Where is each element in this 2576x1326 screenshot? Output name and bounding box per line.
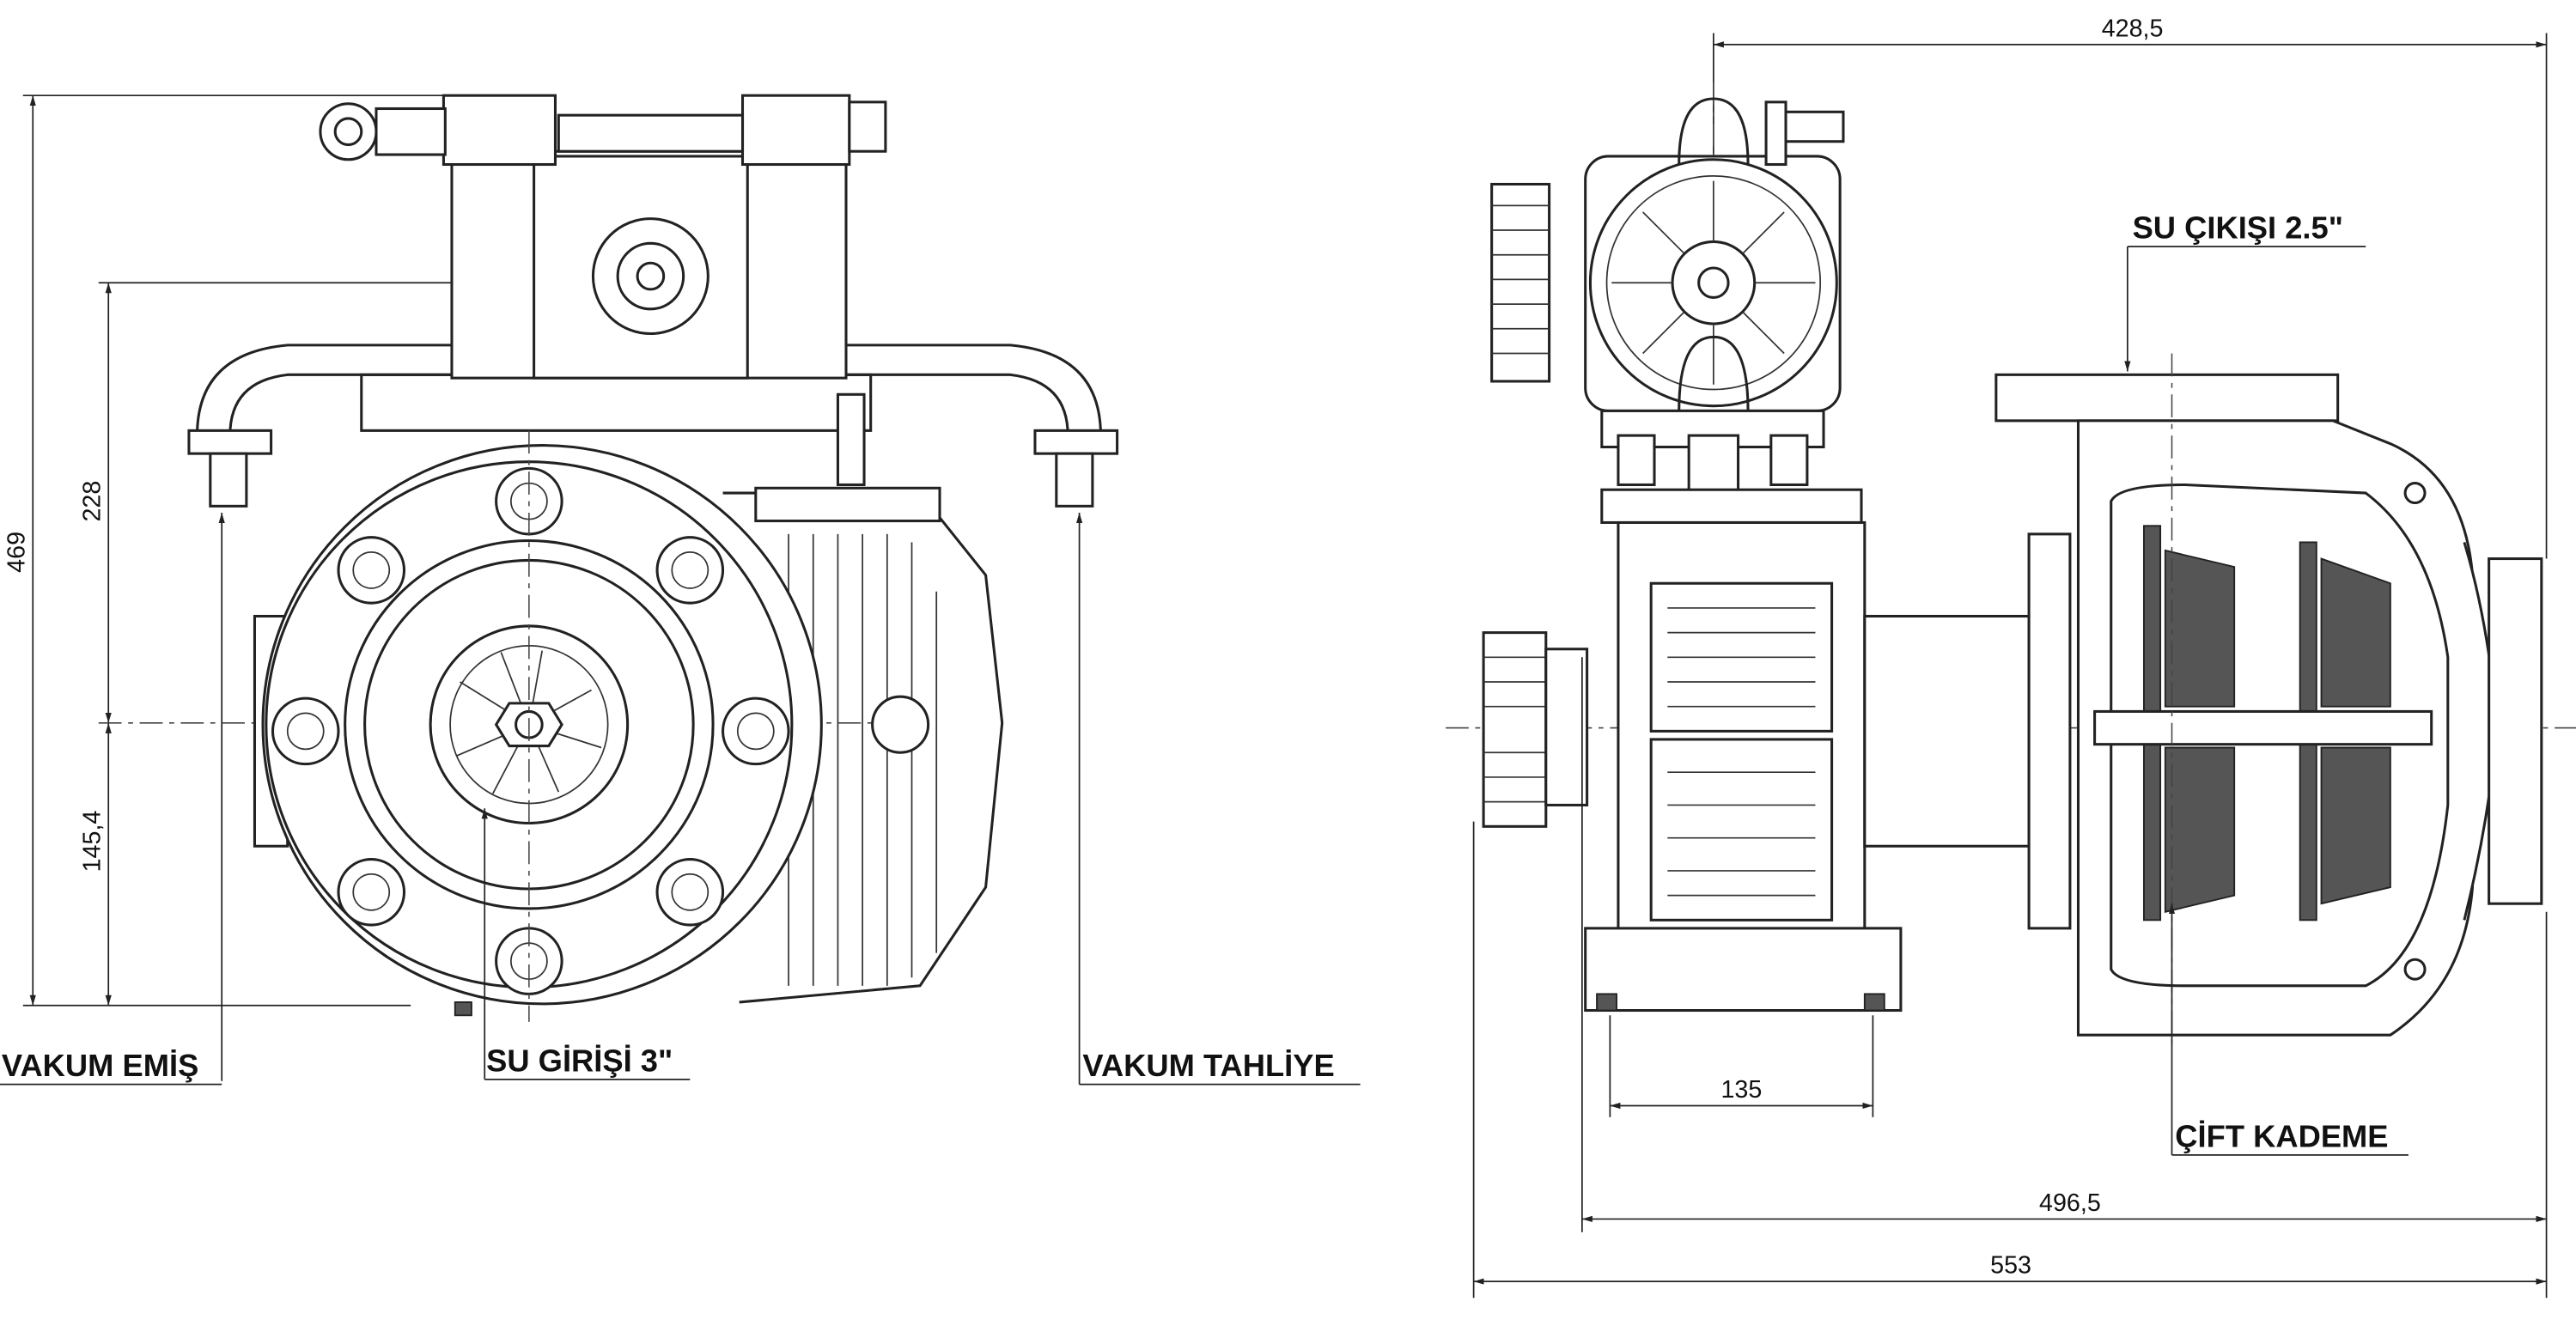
label-vakum-tahliye: VAKUM TAHLİYE <box>1075 512 1361 1086</box>
vacuum-inlet-label: VAKUM EMİŞ <box>2 1048 198 1083</box>
dimension-469: 469 <box>3 94 460 1007</box>
pulleys <box>1482 182 1589 828</box>
label-su-girisi: SU GİRİŞİ 3" <box>481 808 691 1080</box>
dimension-496-5: 496,5 <box>1580 657 2548 1299</box>
flange-bolts <box>271 466 790 995</box>
gear-body <box>1584 488 2072 1013</box>
dimension-135: 135 <box>1609 1015 1874 1117</box>
dimension-469-label: 469 <box>3 532 31 573</box>
label-su-cikisi: SU ÇIKIŞI 2.5" <box>2124 210 2366 372</box>
side-view: 428,5 <box>1446 15 2576 1299</box>
pump-casing <box>1994 353 2543 1052</box>
pump-front-flange <box>253 430 823 1022</box>
vacuum-outlet-label: VAKUM TAHLİYE <box>1082 1048 1334 1083</box>
dimension-496-5-label: 496,5 <box>2039 1189 2101 1217</box>
label-vakum-emis: VAKUM EMİŞ <box>0 512 225 1086</box>
dimension-145-4: 145,4 <box>79 722 112 1006</box>
dimension-228-label: 228 <box>79 481 107 522</box>
vacuum-pump <box>187 94 1119 508</box>
dimension-553-label: 553 <box>1990 1252 2031 1280</box>
label-cift-kademe: ÇİFT KADEME <box>2168 903 2409 1156</box>
dimension-553: 553 <box>1472 821 2547 1299</box>
dimension-145-4-label: 145,4 <box>79 811 107 873</box>
dimension-135-label: 135 <box>1720 1076 1762 1104</box>
water-outlet-label: SU ÇIKIŞI 2.5" <box>2133 210 2343 246</box>
water-inlet-label: SU GİRİŞİ 3" <box>486 1043 673 1078</box>
vacuum-pump-side <box>1584 97 1845 511</box>
dimension-428-5-label: 428,5 <box>2102 15 2164 42</box>
double-stage-label: ÇİFT KADEME <box>2175 1118 2388 1153</box>
front-view: 469 228 145,4 <box>0 94 1361 1086</box>
